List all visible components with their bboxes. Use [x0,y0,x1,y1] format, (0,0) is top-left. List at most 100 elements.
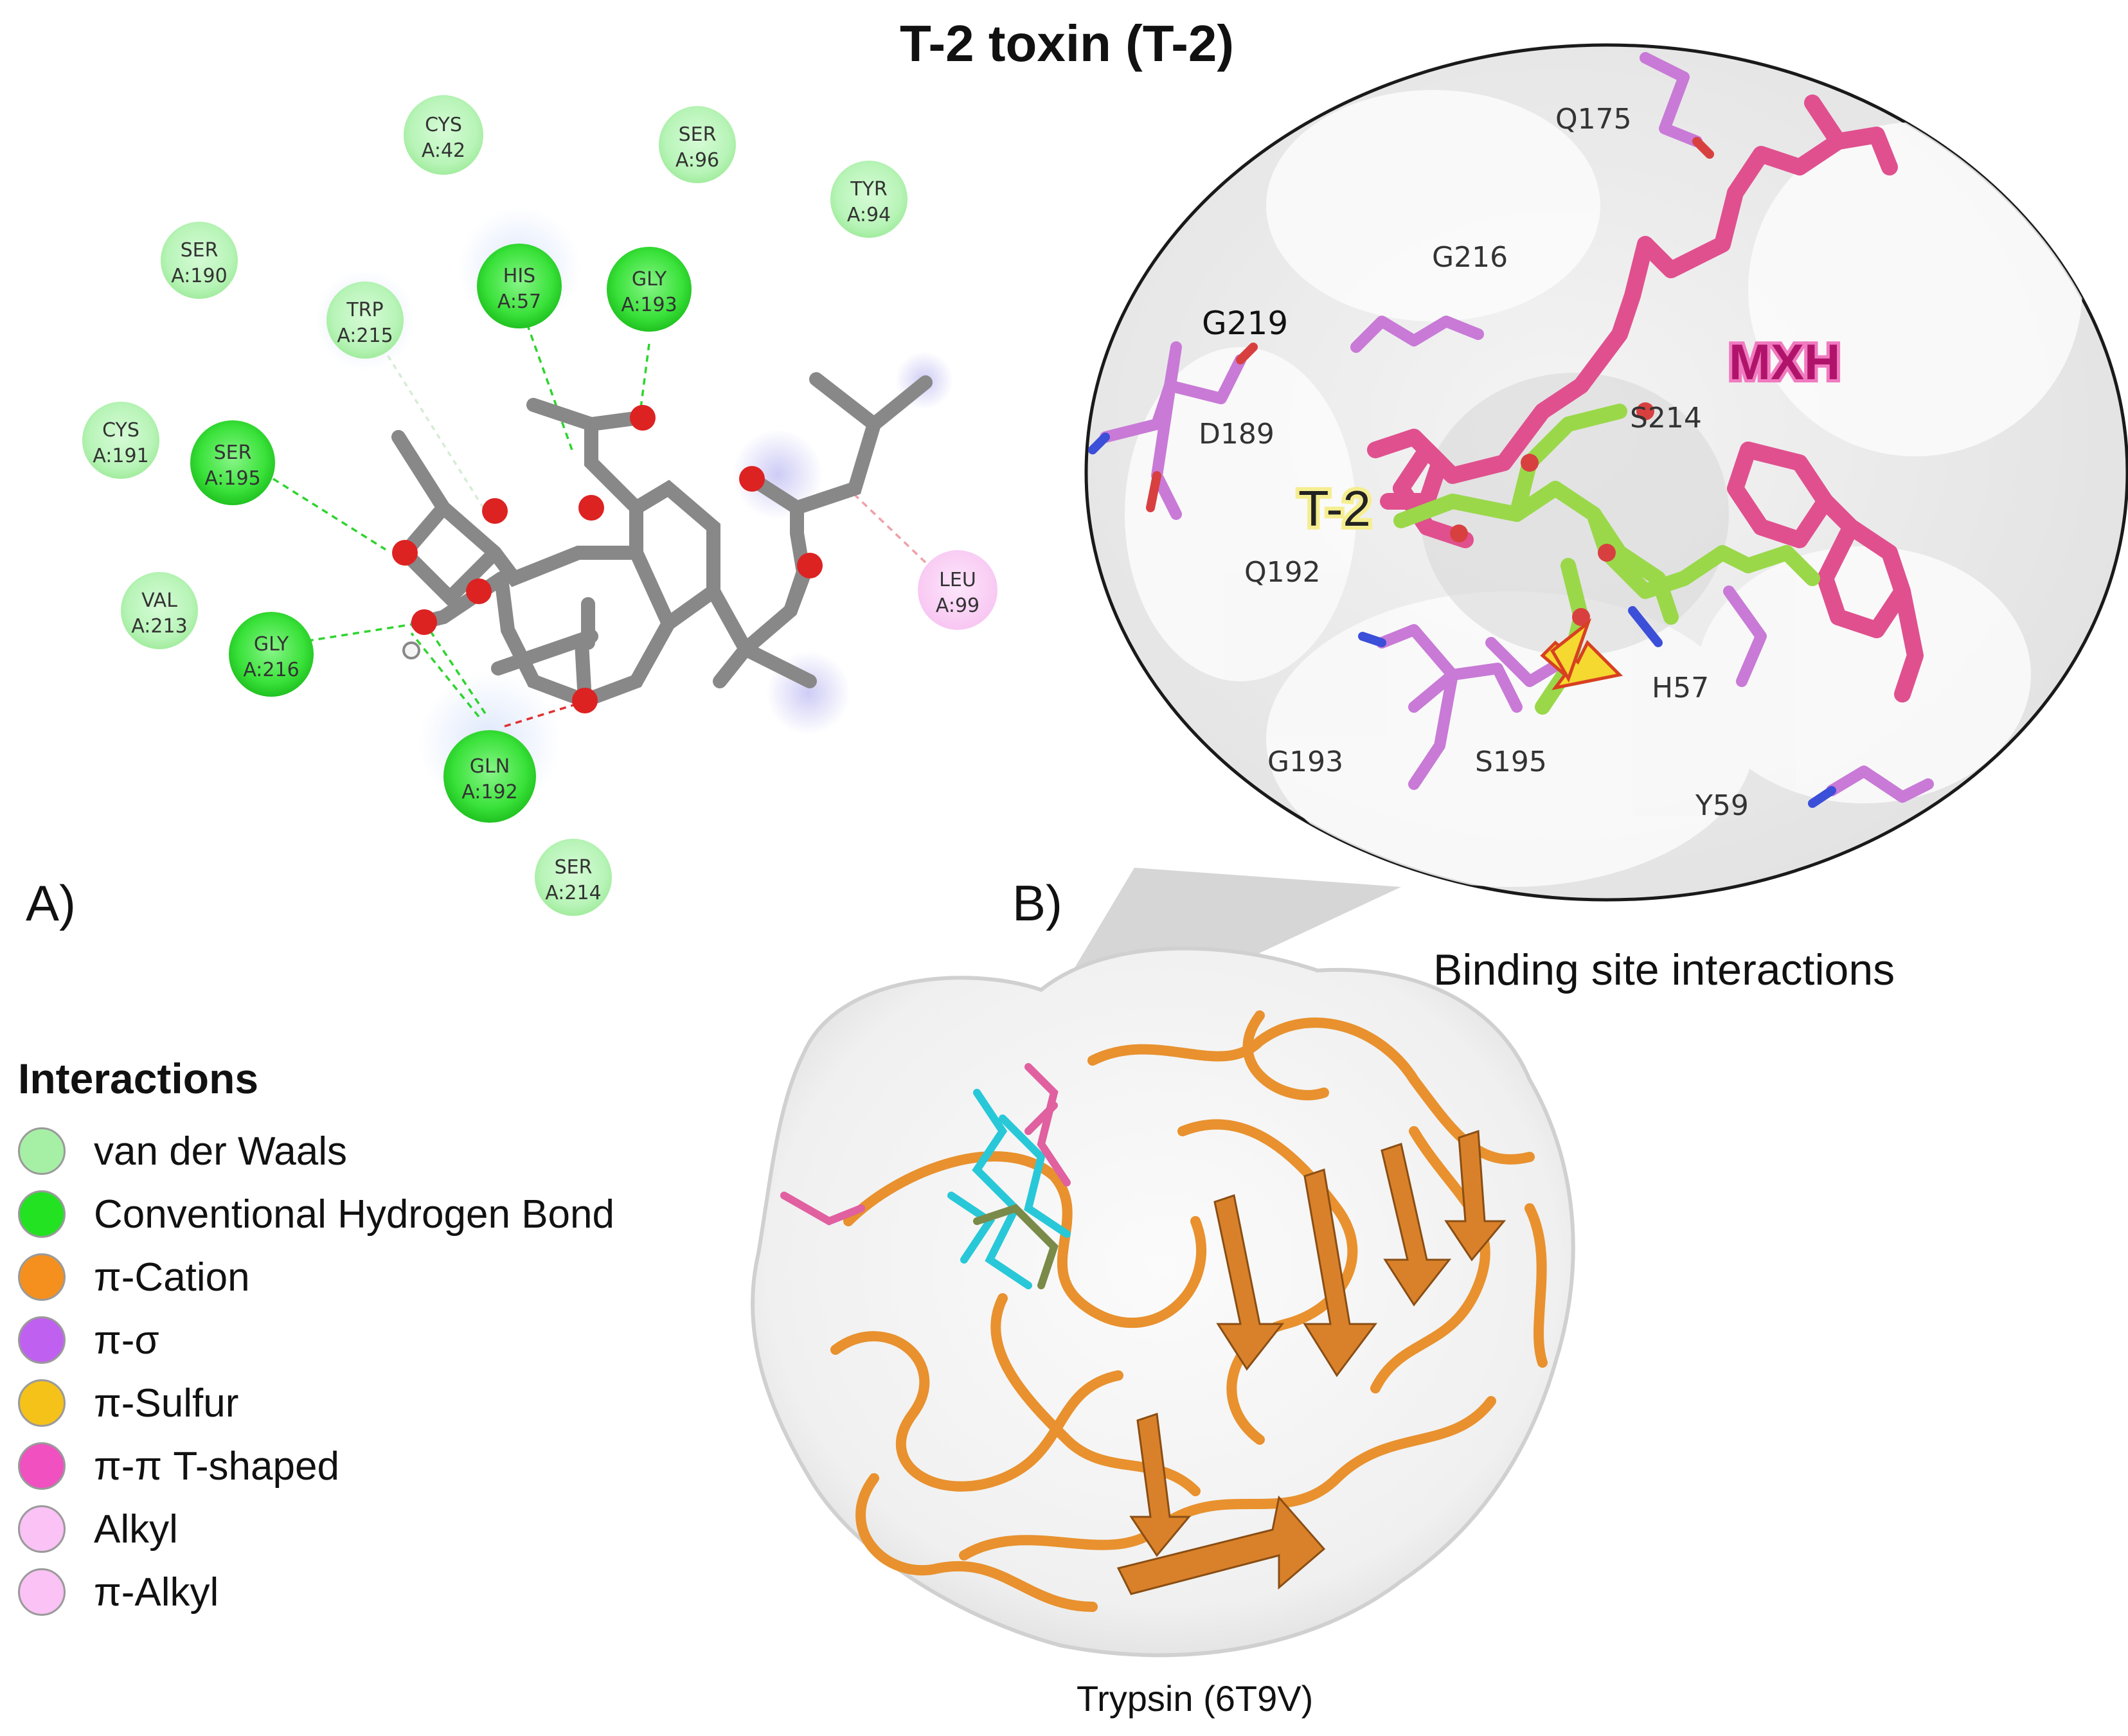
legend-swatch [18,1379,66,1427]
residue-name: SER [214,442,252,464]
t2-ligand-2d-structure [391,372,933,708]
residue-cys-42: CYS A:42 [404,95,483,175]
residue-cys-191: CYS A:191 [82,402,159,479]
residue-id: A:213 [131,615,187,638]
residue-circle [918,550,997,630]
residue-name: TRP [346,299,383,321]
residue-name: SER [181,239,219,262]
residue-name: GLY [254,633,289,656]
t2-label: T-2 [1298,480,1371,537]
legend-swatch [18,1568,66,1616]
beta-strands [1116,1129,1507,1595]
mxh-label: MXH [1729,334,1840,390]
residue-gly-216: GLY A:216 [229,612,314,697]
residue-label-q175: Q175 [1555,103,1632,136]
figure-title: T-2 toxin (T-2) [900,15,1234,72]
legend-label: van der Waals [94,1129,347,1174]
protein-ribbon [830,1010,1548,1612]
residue-circle [82,402,159,479]
mxh-ligand-sticks [1367,94,1924,702]
legend-swatch [18,1316,66,1364]
residue-circle [190,420,275,505]
residue-circle [229,612,314,697]
residue-label-s195: S195 [1475,746,1547,778]
residue-name: VAL [141,589,177,612]
residue-circle [659,106,736,183]
residue-id: A:191 [93,445,148,467]
residue-circle [404,95,483,175]
residue-label-h57: H57 [1652,672,1709,704]
residue-circle [443,730,536,823]
residue-circle [326,282,404,359]
panel-a-label: A) [26,875,76,931]
legend-item: π-Alkyl [18,1561,789,1624]
protein-surface [751,946,1575,1658]
residue-name: GLN [470,755,510,778]
residue-id: A:214 [545,882,601,904]
residue-id: A:96 [675,149,719,172]
legend-label: π-Alkyl [94,1570,219,1615]
residue-name: LEU [939,569,976,591]
residue-circle [477,244,562,328]
yellow-arrow-indicator [1540,618,1623,690]
binding-site-caption: Binding site interactions [1433,945,1895,994]
legend-item: Conventional Hydrogen Bond [18,1183,789,1246]
residue-label-d189: D189 [1199,418,1274,451]
residue-id: A:195 [204,467,260,490]
residue-label-g193: G193 [1267,746,1343,778]
residue-label-q192: Q192 [1244,556,1321,589]
residue-id: A:216 [243,659,299,681]
residue-id: A:99 [936,595,979,617]
residue-label-g219: G219 [1202,305,1288,342]
legend-item: π-π T-shaped [18,1435,789,1498]
residue-label-g216: G216 [1432,241,1508,274]
residue-circle [535,839,612,916]
residue-name: HIS [503,265,535,287]
residue-id: A:42 [422,139,465,162]
residue-name: GLY [632,268,667,291]
residue-ser-195: SER A:195 [190,420,275,505]
residue-leu-99: LEU A:99 [918,550,997,630]
residue-id: A:94 [847,204,891,226]
legend-label: Alkyl [94,1507,178,1552]
residue-tyr-94: TYR A:94 [830,161,908,238]
residue-trp-215: TRP A:215 [326,282,404,359]
residue-id: A:192 [461,781,517,803]
residue-name: SER [679,123,717,146]
residue-circle [121,572,198,649]
legend-title: Interactions [18,1055,259,1102]
residue-id: A:215 [337,325,393,347]
residue-ser-190: SER A:190 [161,222,238,299]
residue-name: TYR [850,178,888,201]
residue-name: SER [555,856,593,879]
docked-ligands-overview [780,1063,1071,1289]
legend-label: π-σ [94,1318,159,1363]
legend-swatch [18,1253,66,1301]
residue-val-213: VAL A:213 [121,572,198,649]
legend-item: π-Cation [18,1246,789,1309]
residue-ser-214: SER A:214 [535,839,612,916]
residue-name: CYS [102,419,139,442]
residue-circle [607,247,692,332]
residue-circle [161,222,238,299]
residue-ser-96: SER A:96 [659,106,736,183]
legend-label: π-Cation [94,1255,250,1300]
legend-swatch [18,1127,66,1175]
panel-b-label: B) [1012,875,1062,931]
residue-id: A:190 [171,265,227,287]
legend-item: van der Waals [18,1120,789,1183]
residue-gln-192: GLN A:192 [443,730,536,823]
legend-item: Alkyl [18,1498,789,1561]
legend-swatch [18,1190,66,1238]
residue-name: CYS [425,114,462,136]
residue-id: A:193 [621,294,677,316]
legend-item: π-σ [18,1309,789,1372]
